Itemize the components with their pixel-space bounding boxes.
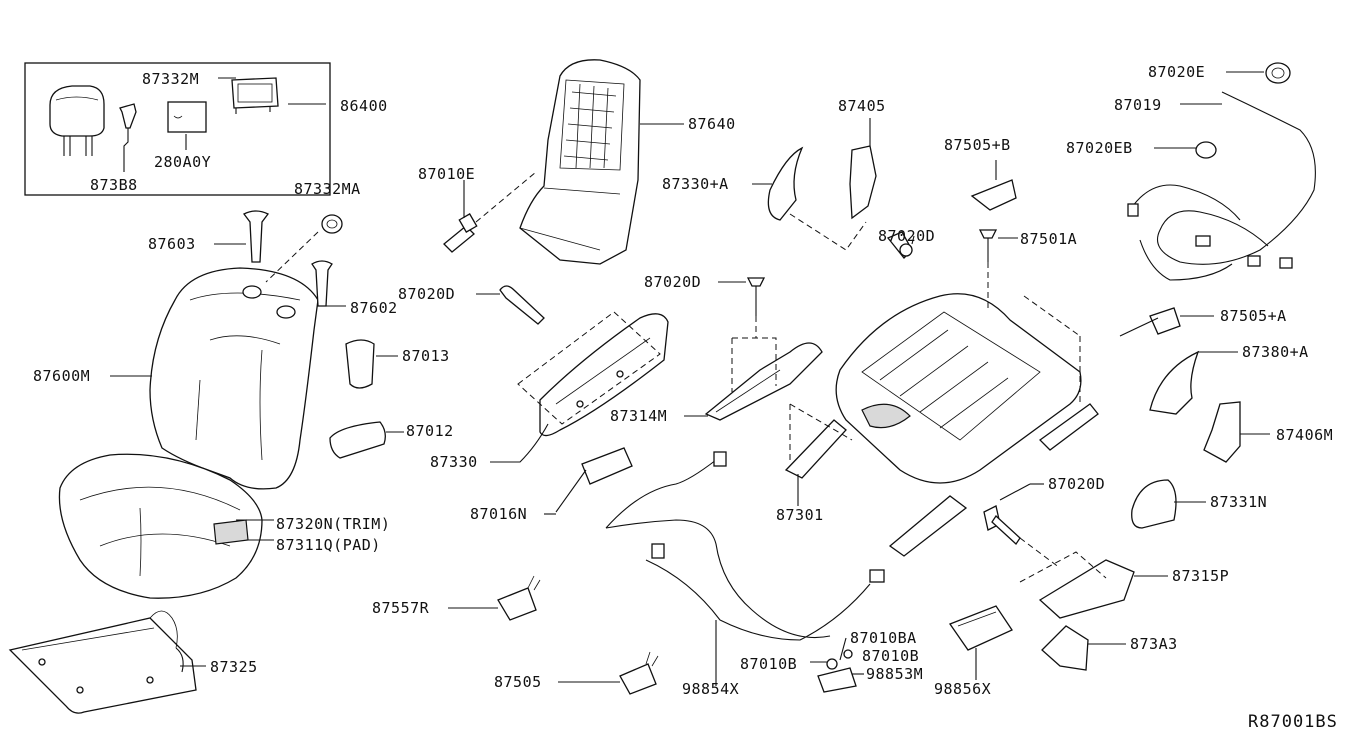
label-87010B-b: 87010B <box>740 655 798 673</box>
label-873B8: 873B8 <box>90 176 138 194</box>
label-98854X: 98854X <box>682 680 740 698</box>
seat-back-cushion <box>110 267 319 490</box>
trim-knobs <box>329 339 404 459</box>
seat-harness <box>544 447 885 686</box>
seat-back-frame <box>443 59 684 265</box>
label-87020D-c: 87020D <box>878 227 936 245</box>
wire-harness-main <box>1127 62 1316 281</box>
label-87330: 87330 <box>430 453 478 471</box>
label-87405: 87405 <box>838 97 886 115</box>
label-87380A: 87380+A <box>1242 343 1309 361</box>
label-87325: 87325 <box>210 658 258 676</box>
label-87406M: 87406M <box>1276 426 1334 444</box>
seat-frame <box>784 293 1099 557</box>
label-87332MA: 87332MA <box>294 180 361 198</box>
headrest-kit-group <box>24 62 331 196</box>
label-87600M: 87600M <box>33 367 91 385</box>
label-87330A: 87330+A <box>662 175 729 193</box>
label-87314M: 87314M <box>610 407 668 425</box>
module-280A0Y <box>167 101 207 133</box>
recliner-covers <box>752 118 915 259</box>
label-87020D-a: 87020D <box>398 285 456 303</box>
label-87557R: 87557R <box>372 599 430 617</box>
label-87020D-b: 87020D <box>644 273 702 291</box>
headrest-guides <box>214 210 346 307</box>
label-87501A: 87501A <box>1020 230 1078 248</box>
module-87332M <box>231 77 279 109</box>
label-87301: 87301 <box>776 506 824 524</box>
kit-box <box>24 62 331 196</box>
connector-873B8 <box>119 103 137 129</box>
seat-cushion <box>58 453 274 599</box>
right-side-parts <box>1119 307 1270 463</box>
label-87602: 87602 <box>350 299 398 317</box>
label-87012: 87012 <box>406 422 454 440</box>
label-98856X: 98856X <box>934 680 992 698</box>
label-87505: 87505 <box>494 673 542 691</box>
label-87331N: 87331N <box>1210 493 1268 511</box>
rail-bracket-87314M <box>684 277 823 421</box>
label-87010B-a: 87010B <box>862 647 920 665</box>
side-cover-87330 <box>476 285 669 463</box>
label-87013: 87013 <box>402 347 450 365</box>
label-98853M: 98853M <box>866 665 924 683</box>
label-87010E: 87010E <box>418 165 476 183</box>
label-87332M: 87332M <box>142 70 200 88</box>
label-87020E: 87020E <box>1148 63 1206 81</box>
label-87320N: 87320N(TRIM) <box>276 515 391 533</box>
label-87311Q: 87311Q(PAD) <box>276 536 381 554</box>
label-87505A: 87505+A <box>1220 307 1287 325</box>
label-87315P: 87315P <box>1172 567 1230 585</box>
diagram-code: R87001BS <box>1248 712 1338 732</box>
label-87603: 87603 <box>148 235 196 253</box>
label-87020D-d: 87020D <box>1048 475 1106 493</box>
label-87016N: 87016N <box>470 505 528 523</box>
seat-under-cover <box>8 610 206 714</box>
module-98856X <box>948 605 1013 680</box>
label-87019: 87019 <box>1114 96 1162 114</box>
label-87640: 87640 <box>688 115 736 133</box>
connectors <box>448 575 659 695</box>
lower-right-parts <box>983 479 1206 671</box>
label-873A3: 873A3 <box>1130 635 1178 653</box>
label-87505B: 87505+B <box>944 136 1011 154</box>
fastener-cluster <box>810 637 864 693</box>
label-86400: 86400 <box>340 97 388 115</box>
headrest <box>49 85 105 137</box>
label-280A0Y: 280A0Y <box>154 153 212 171</box>
clips-87505B <box>970 160 1018 310</box>
label-87020EB: 87020EB <box>1066 139 1133 157</box>
label-87010BA: 87010BA <box>850 629 917 647</box>
